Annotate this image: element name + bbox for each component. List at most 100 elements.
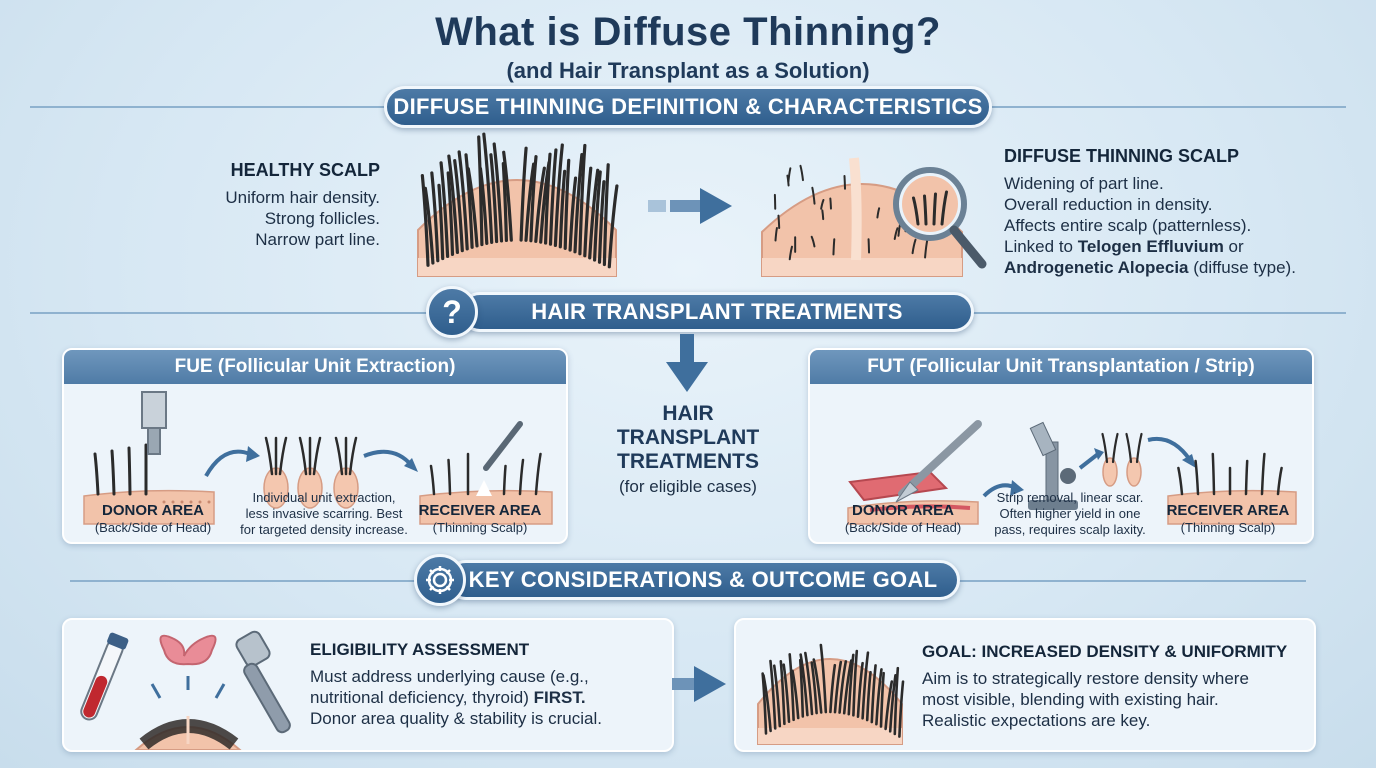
hair-strand bbox=[492, 142, 504, 243]
fue-donor-label: DONOR AREA bbox=[102, 502, 204, 519]
hair-strand bbox=[888, 674, 897, 733]
hair-strand bbox=[812, 658, 823, 714]
question-icon: ? bbox=[426, 286, 478, 338]
fut-description: Strip removal, linear scar. Often higher… bbox=[980, 490, 1160, 538]
goal-line: most visible, blending with existing hai… bbox=[922, 690, 1219, 709]
hair-strand bbox=[772, 664, 782, 728]
diffuse-line: Widening of part line. bbox=[1004, 174, 1164, 193]
hair-strand bbox=[1260, 452, 1266, 496]
hair-strand bbox=[811, 186, 816, 205]
androgenetic-alopecia-term: Androgenetic Alopecia bbox=[1004, 258, 1189, 277]
hair-strand bbox=[482, 132, 494, 244]
eligibility-line-text: nutritional deficiency, thyroid) bbox=[310, 688, 534, 707]
hair-strand bbox=[502, 464, 507, 496]
fue-panel: FUE (Follicular Unit Extraction) DONOR A… bbox=[62, 348, 568, 544]
center-treatments-text: HAIR TRANSPLANT TREATMENTS (for eligible… bbox=[576, 402, 800, 497]
hair-strand bbox=[804, 651, 814, 716]
hair-strand bbox=[1101, 432, 1109, 464]
hair-strand bbox=[821, 209, 825, 221]
hair-strand bbox=[791, 669, 800, 720]
hair-strand bbox=[786, 174, 790, 187]
hair-strand bbox=[842, 659, 853, 715]
hair-strand bbox=[1135, 432, 1143, 464]
goal-heading: GOAL: INCREASED DENSITY & UNIFORMITY bbox=[922, 642, 1288, 661]
hair-strand bbox=[447, 458, 452, 496]
diffuse-scalp-illustration bbox=[758, 140, 998, 280]
page-title: What is Diffuse Thinning? bbox=[435, 10, 941, 54]
hair-strand bbox=[912, 196, 920, 226]
healthy-line: Uniform hair density. bbox=[225, 188, 380, 207]
diffuse-line: Androgenetic Alopecia (diffuse type). bbox=[1004, 257, 1364, 278]
hair-strand bbox=[278, 436, 288, 476]
hair-strand bbox=[884, 680, 894, 731]
hair-strand bbox=[446, 171, 455, 256]
hair-strand bbox=[1177, 466, 1184, 496]
fut-panel-title: FUT (Follicular Unit Transplantation / S… bbox=[810, 350, 1312, 384]
goal-panel: GOAL: INCREASED DENSITY & UNIFORMITY Aim… bbox=[734, 618, 1316, 752]
hair-strand bbox=[334, 436, 344, 476]
hair-strand bbox=[573, 152, 584, 254]
fut-receiver-label: RECEIVER AREA bbox=[1166, 502, 1290, 519]
fue-receiver-sub: (Thinning Scalp) bbox=[432, 520, 528, 535]
hair-strand bbox=[782, 663, 791, 724]
arrow-right-icon bbox=[672, 664, 728, 704]
hair-strand bbox=[544, 152, 552, 245]
hair-strand bbox=[447, 154, 459, 255]
telogen-effluvium-term: Telogen Effluvium bbox=[1077, 237, 1224, 256]
fut-panel: FUT (Follicular Unit Transplantation / S… bbox=[808, 348, 1314, 544]
divider-line bbox=[30, 312, 430, 314]
hair-strand bbox=[788, 653, 795, 722]
hair-strand bbox=[861, 651, 870, 720]
hair-strand bbox=[420, 174, 430, 267]
hair-strand bbox=[568, 176, 578, 252]
hair-strand bbox=[1194, 459, 1200, 496]
fue-panel-title: FUE (Follicular Unit Extraction) bbox=[64, 350, 566, 384]
hair-strand bbox=[879, 671, 885, 728]
fut-donor-sub: (Back/Side of Head) bbox=[844, 520, 962, 535]
hair-strand bbox=[875, 668, 883, 726]
hair-strand bbox=[348, 436, 358, 476]
eligibility-line: Donor area quality & stability is crucia… bbox=[310, 709, 602, 728]
center-line: TRANSPLANT bbox=[616, 426, 760, 449]
goal-text: GOAL: INCREASED DENSITY & UNIFORMITY Aim… bbox=[922, 642, 1314, 731]
gear-icon bbox=[414, 554, 466, 606]
eligibility-panel: ELIGIBILITY ASSESSMENT Must address unde… bbox=[62, 618, 674, 752]
hair-strand bbox=[524, 162, 536, 242]
fue-desc-line: less invasive scarring. Best bbox=[245, 506, 403, 521]
section-banner-considerations: KEY CONSIDERATIONS & OUTCOME GOAL bbox=[446, 560, 960, 600]
diffuse-line-text: Linked to bbox=[1004, 237, 1078, 256]
hair-strand bbox=[847, 653, 855, 716]
section-banner-treatments: HAIR TRANSPLANT TREATMENTS bbox=[460, 292, 974, 332]
hair-strand bbox=[798, 658, 805, 718]
hair-strand bbox=[810, 235, 816, 248]
hair-strand bbox=[583, 166, 593, 258]
hair-strand bbox=[558, 169, 567, 249]
hair-strand bbox=[298, 436, 308, 476]
hair-strand bbox=[529, 155, 538, 243]
center-line: TREATMENTS bbox=[617, 450, 759, 473]
hair-strand bbox=[466, 167, 479, 248]
hair-strand bbox=[810, 661, 818, 715]
hair-strand bbox=[779, 660, 786, 726]
diffuse-line-text: or bbox=[1223, 237, 1244, 256]
hair-strand bbox=[502, 150, 513, 242]
fue-illustration bbox=[83, 391, 553, 525]
fue-desc-line: for targeted density increase. bbox=[240, 522, 408, 537]
center-note: (for eligible cases) bbox=[619, 477, 757, 496]
fut-desc-line: Strip removal, linear scar. bbox=[996, 490, 1144, 505]
hair-strand bbox=[1211, 452, 1216, 496]
hair-strand bbox=[588, 168, 600, 260]
diffuse-line: Affects entire scalp (patternless). bbox=[1004, 216, 1252, 235]
divider-line bbox=[30, 106, 390, 108]
section-banner-definition: DIFFUSE THINNING DEFINITION & CHARACTERI… bbox=[384, 86, 992, 128]
hair-strand bbox=[838, 660, 848, 714]
hair-strand bbox=[865, 670, 872, 722]
hair-strand bbox=[607, 184, 619, 269]
page-subtitle: (and Hair Transplant as a Solution) bbox=[506, 58, 870, 83]
hair-strand bbox=[534, 166, 546, 243]
divider-line bbox=[70, 580, 420, 582]
hair-strand bbox=[478, 166, 489, 245]
divider-line bbox=[990, 106, 1346, 108]
hair-strand bbox=[93, 452, 100, 496]
hair-strand bbox=[518, 458, 525, 496]
